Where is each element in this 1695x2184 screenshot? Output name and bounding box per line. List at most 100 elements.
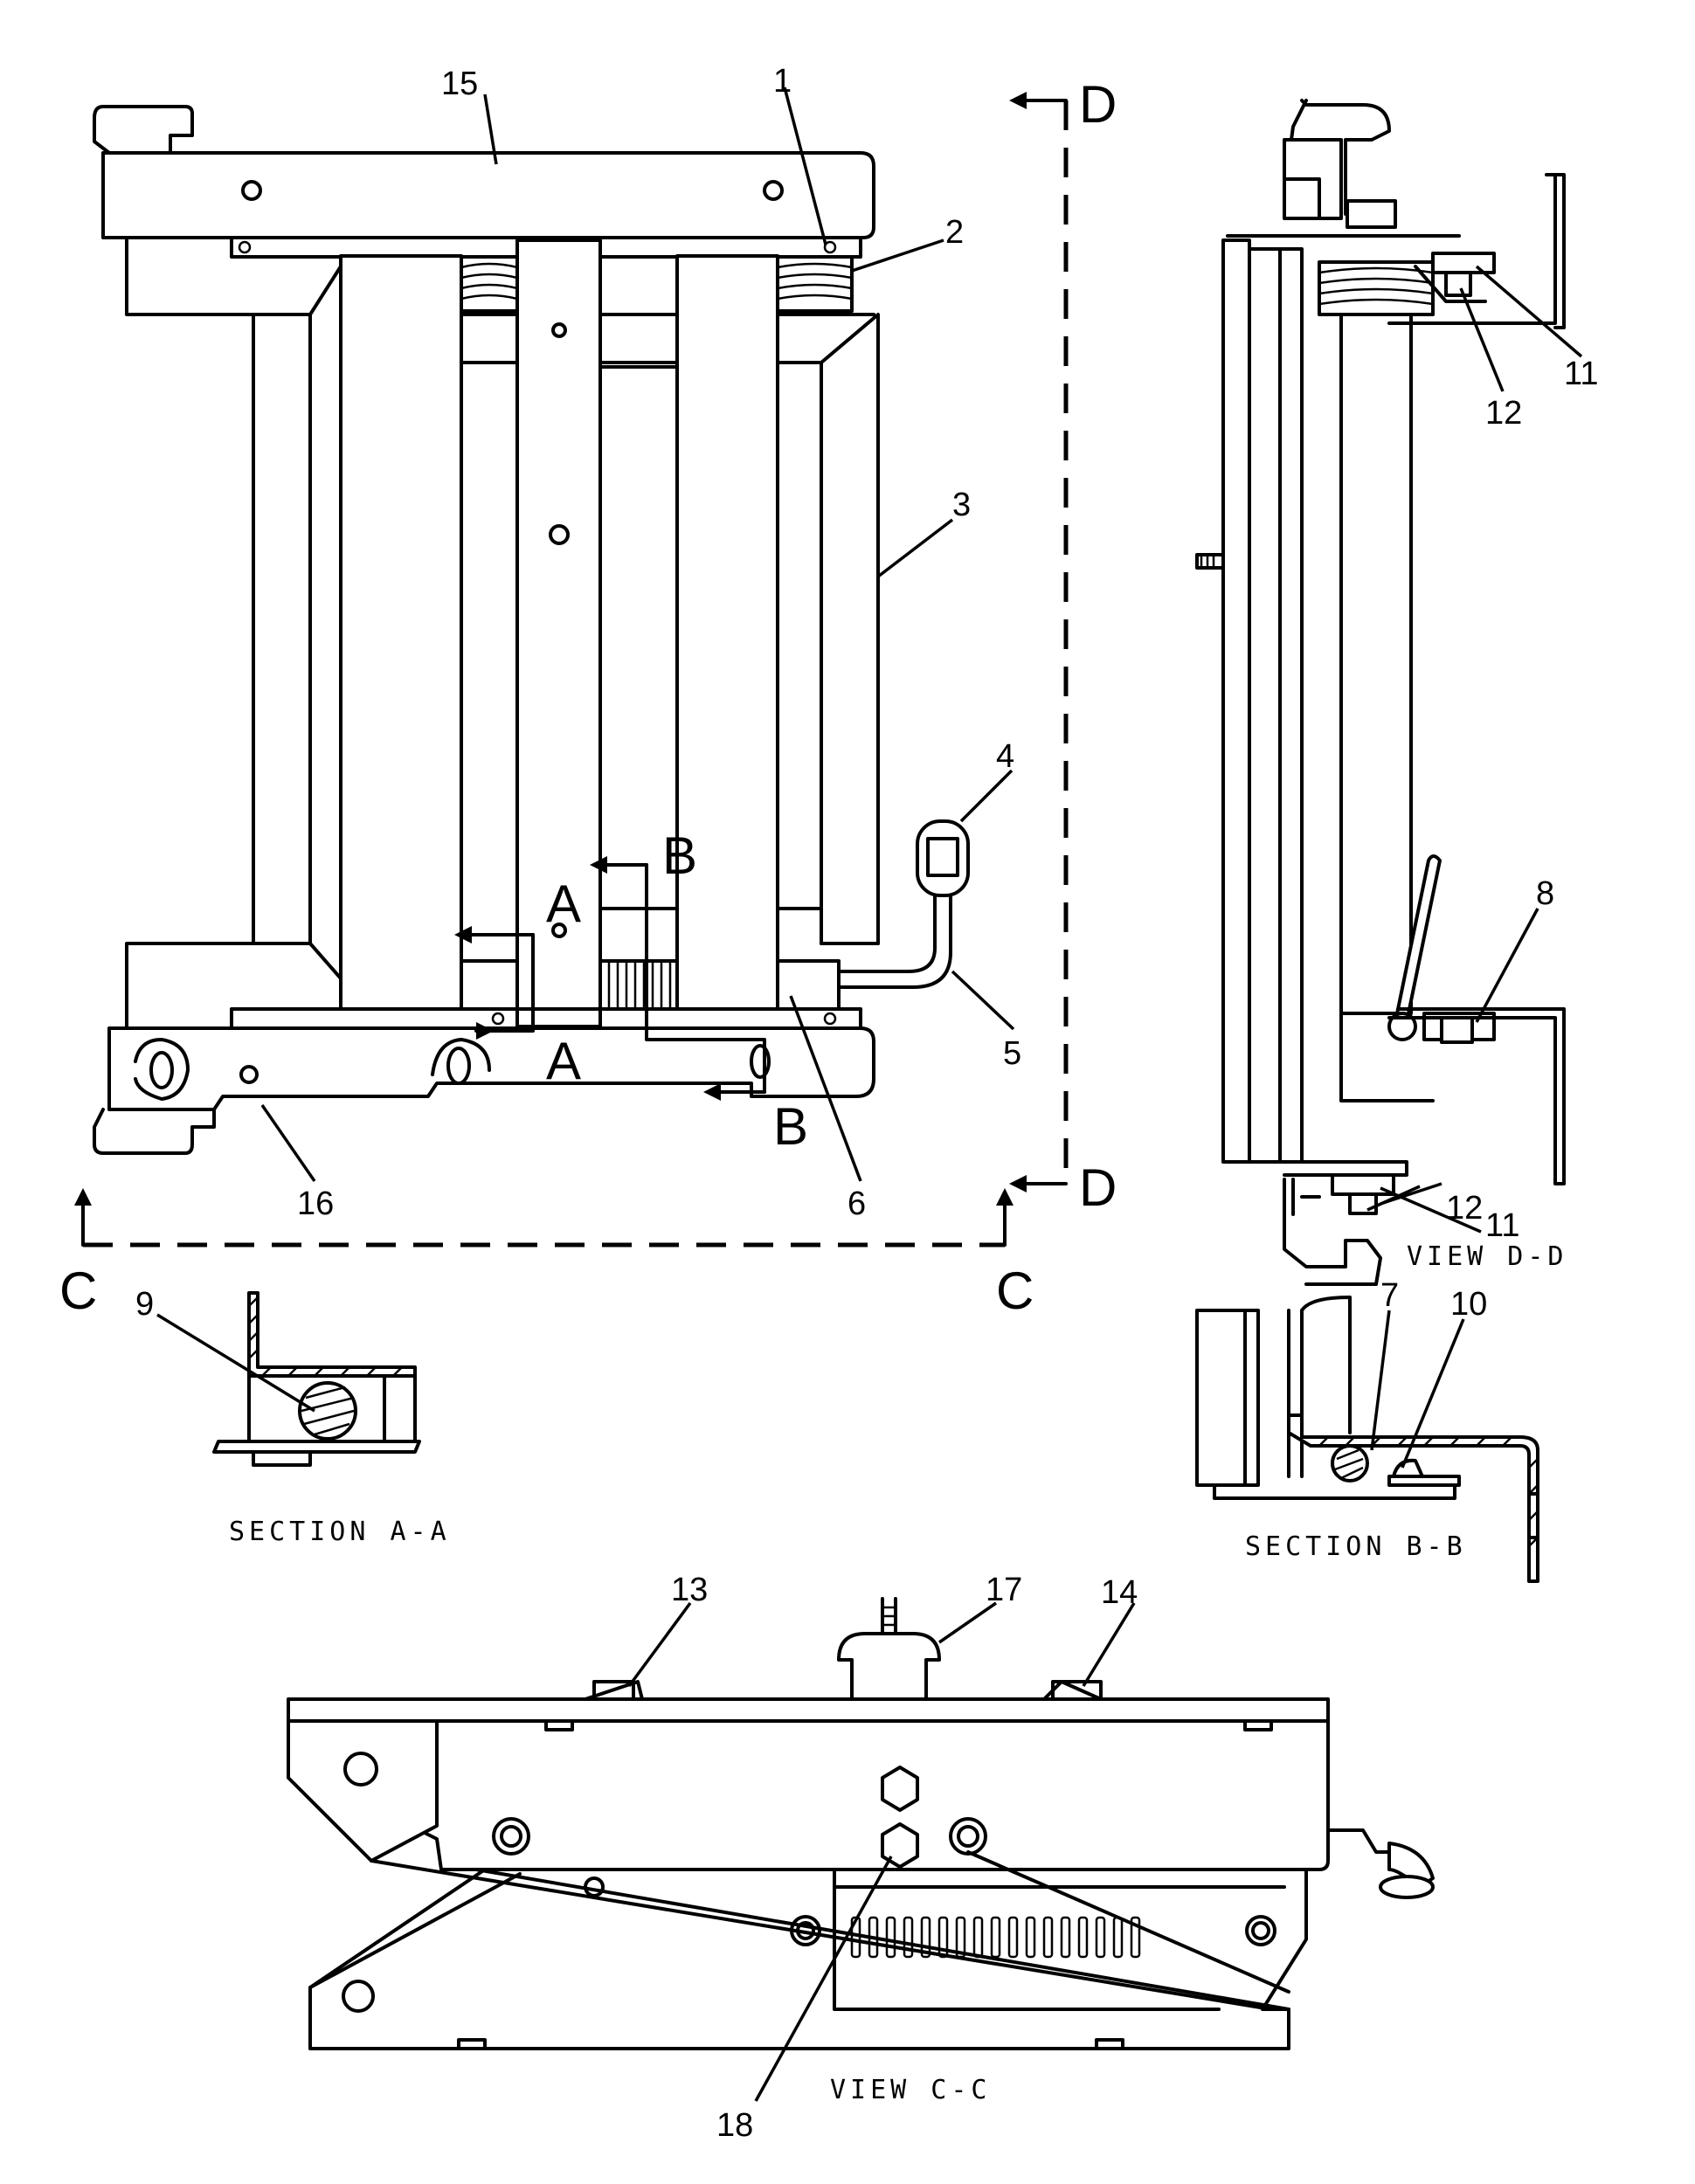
leader-8 (1475, 908, 1539, 1023)
callout-1: 1 (773, 63, 792, 100)
dd-bottom-nut (1348, 1192, 1378, 1215)
leader-13 (627, 1601, 692, 1688)
section-d-top-arrow (1009, 92, 1027, 109)
leader-1 (783, 86, 827, 245)
dd-upper-spring (1318, 260, 1435, 316)
cc-nut-left-inner (500, 1825, 522, 1848)
cc-hole-2-outer (790, 1915, 821, 1946)
callout-5: 5 (1003, 1035, 1021, 1072)
bb-angle-bracket (1287, 1413, 1539, 1583)
dd-lever-pivot (1387, 1012, 1417, 1041)
cc-hole-1 (584, 1876, 605, 1897)
aa-bracket-hatch (248, 1296, 403, 1377)
callout-11-top: 11 (1564, 356, 1598, 392)
top-frame-bar (101, 151, 875, 239)
left-rail (252, 265, 342, 980)
lower-plate-rivet-1 (491, 1012, 505, 1026)
callout-17: 17 (986, 1572, 1022, 1608)
lower-block-left (460, 959, 519, 1011)
cc-hole-3-outer (1245, 1915, 1276, 1946)
dd-frame-mid (1248, 247, 1304, 1164)
cc-nut-right-outer (949, 1817, 987, 1856)
cc-base-foot-2 (1095, 2038, 1124, 2050)
bottom-frame-bar (107, 1026, 875, 1111)
right-rail (820, 313, 880, 945)
handle-rod-outer (837, 894, 937, 973)
cc-hole-4 (342, 1980, 375, 2013)
dd-bottom-bracket (1283, 1178, 1382, 1286)
view-dd-title: VIEW D-D (1407, 1241, 1568, 1272)
dd-right-bracket-bottom (1387, 1007, 1566, 1185)
callout-4: 4 (996, 738, 1014, 775)
view-cc: 13 17 14 18 VIEW C-C (287, 1572, 1435, 2144)
dd-top-block (1283, 138, 1343, 220)
callout-2: 2 (945, 214, 964, 251)
cc-scissor-arm-1b (474, 1868, 1290, 2011)
dd-top-bracket (1300, 99, 1391, 216)
left-frame (125, 236, 255, 1028)
cc-top-plate (287, 1697, 1330, 1723)
bb-holes (1527, 1492, 1539, 1539)
dd-lower-frame (1339, 1012, 1435, 1102)
callout-7: 7 (1380, 1277, 1399, 1314)
section-c-left-label: C (59, 1261, 97, 1320)
release-handle-grip (926, 837, 959, 877)
callout-13: 13 (671, 1572, 708, 1608)
callout-12-bottom: 12 (1446, 1190, 1483, 1227)
dd-bottom-plate (1248, 1160, 1408, 1177)
dd-bottom-bracket-inner (1291, 1178, 1321, 1216)
dd-lower-nut (1440, 1016, 1474, 1044)
callout-14: 14 (1101, 1574, 1138, 1611)
leader-15 (483, 93, 498, 165)
center-bar (515, 238, 602, 1028)
section-c-right-arrow (996, 1188, 1014, 1206)
section-a-bottom-arrow (476, 1022, 494, 1040)
cc-scissor-base (308, 1868, 1308, 2050)
leader-16 (260, 1104, 316, 1182)
cc-scissor-arm-1 (370, 1859, 1273, 2011)
aa-plate (212, 1440, 421, 1454)
section-b-bottom-label: B (773, 1097, 808, 1156)
top-bar-hole-left (241, 180, 262, 201)
plate-rivet-1 (238, 240, 252, 254)
dd-top-nut (1346, 199, 1397, 229)
main-top-view: A A B B D D C C 15 1 (59, 63, 1117, 1320)
aa-bolt-hatch (301, 1386, 355, 1436)
bb-plate (1287, 1309, 1304, 1478)
leader-5 (951, 970, 1015, 1031)
upper-spring-left (460, 255, 519, 313)
cc-handle-base (1379, 1875, 1435, 1899)
callout-16: 16 (297, 1185, 334, 1222)
view-dd: 11 12 8 11 12 VIEW D-D (1195, 99, 1598, 1286)
dd-top-washer (1431, 252, 1496, 274)
callout-11-bottom: 11 (1485, 1207, 1519, 1244)
callout-12-top: 12 (1485, 395, 1522, 432)
bb-slide (1300, 1296, 1352, 1434)
cc-scissor-left (308, 1872, 522, 1989)
callout-8: 8 (1536, 875, 1554, 912)
section-aa: 9 SECTION A-A (135, 1286, 451, 1547)
section-aa-title: SECTION A-A (229, 1517, 451, 1547)
dd-top-block-inner (1283, 177, 1321, 220)
bb-bracket-hatch (1318, 1436, 1539, 1547)
callout-6: 6 (848, 1185, 866, 1222)
handle-rod-inner (837, 894, 952, 989)
cc-hex-nut-top (881, 1766, 919, 1812)
bb-spring-clip (1392, 1458, 1424, 1478)
section-c-left-arrow (74, 1188, 92, 1206)
section-d-bottom-arrow (1009, 1175, 1027, 1192)
callout-9: 9 (135, 1286, 154, 1323)
dd-slide (1339, 313, 1413, 1015)
dd-frame-left (1221, 238, 1251, 1164)
dd-spring-arm (1414, 265, 1487, 303)
cc-hole-2-inner (796, 1921, 815, 1940)
right-slide (675, 254, 779, 1011)
bb-rod-hatch (1334, 1448, 1364, 1480)
release-handle (916, 819, 970, 897)
view-cc-title: VIEW C-C (830, 2075, 992, 2105)
aa-bolt (298, 1381, 357, 1441)
cc-left-hole (343, 1752, 378, 1787)
section-bb: 7 10 SECTION B-B (1195, 1277, 1539, 1583)
cc-top-tabs (584, 1680, 1103, 1701)
